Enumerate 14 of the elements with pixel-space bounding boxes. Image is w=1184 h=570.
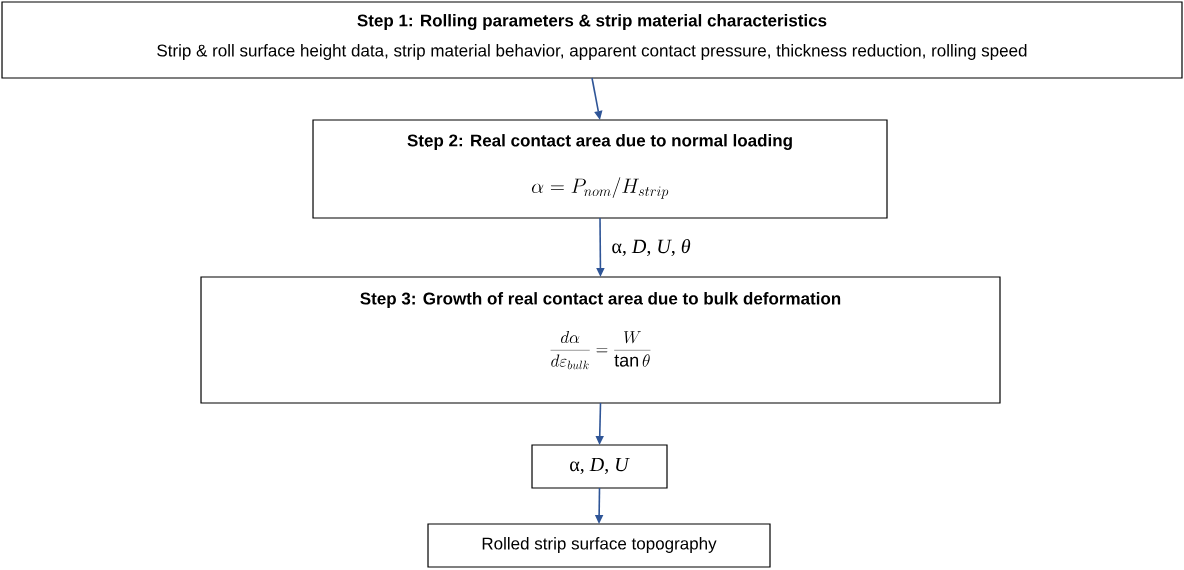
box-heading: Step 1: Rolling parameters & strip material characteristics [357,14,827,30]
formula: $\alpha = P_{nom}/H_{strip}$ [531,177,669,199]
box-text: Rolled strip surface topography [482,537,717,553]
edge-label: α, D, U, θ [612,238,691,256]
process-box [1,1,1183,79]
process-box [312,119,888,219]
process-box [200,276,1001,404]
process-box [427,523,771,568]
variable-list: α, D, U [570,457,630,475]
box-heading: Step 2: Real contact area due to normal loading [407,134,792,150]
formula: $\frac{d\alpha}{d\varepsilon_{bulk}} = \frac{W}{\tan\theta}$ [550,330,651,370]
box-text: Strip & roll surface height data, strip material behavior, apparent contact pressure, thickness reduction, rolling speed [157,44,1027,60]
process-box [531,444,668,489]
box-heading: Step 3: Growth of real contact area due to bulk deformation [360,292,841,308]
